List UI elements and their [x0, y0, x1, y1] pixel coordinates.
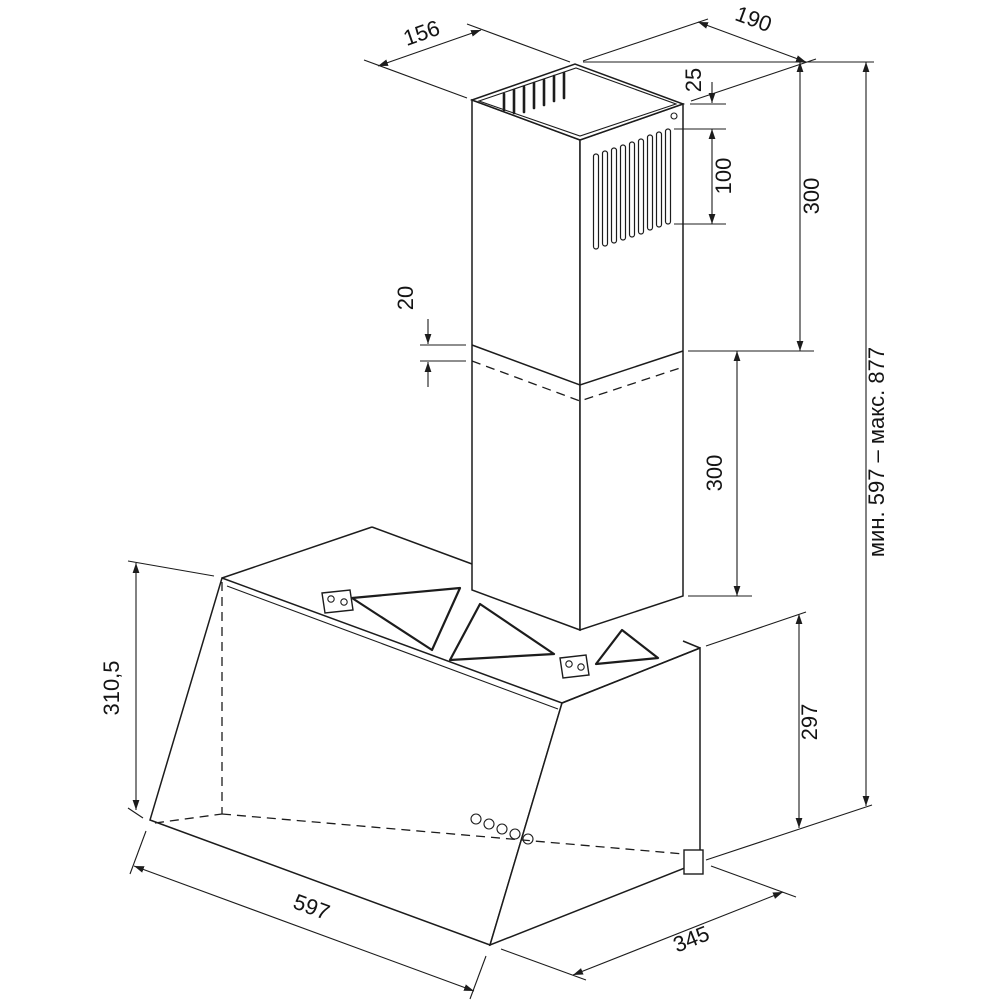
vent-slot — [619, 144, 627, 241]
chimney-telescopic-joint — [471, 344, 684, 402]
dim-label-front-height: 310,5 — [99, 660, 124, 715]
dimension-25: 25 — [681, 68, 726, 105]
vent-slot — [628, 141, 636, 238]
dimension-300-lower: 300 — [688, 351, 752, 597]
hidden-bottom-left-edge — [154, 813, 223, 824]
extension-line — [705, 611, 807, 647]
extension-line — [466, 23, 571, 63]
extension-line — [705, 804, 873, 861]
control-button — [470, 813, 482, 825]
hood-hidden-edges — [154, 582, 685, 855]
extension-line — [690, 58, 817, 102]
control-button — [522, 833, 534, 845]
dim-label-slot-height: 100 — [711, 158, 736, 195]
dimension-20: 20 — [393, 286, 466, 387]
dimension-297: 297 — [705, 611, 822, 828]
control-button — [496, 823, 508, 835]
extension-line — [363, 59, 468, 99]
chimney-top-opening — [469, 63, 686, 141]
control-button — [509, 828, 521, 840]
vent-cutout — [594, 628, 660, 666]
extension-line — [469, 955, 487, 1000]
extension-line — [129, 830, 147, 875]
extension-line — [582, 18, 709, 62]
hood-top-plate — [221, 526, 701, 704]
glass-top-edge-line — [226, 585, 559, 710]
vent-cutout — [350, 586, 462, 652]
dim-label-top-width: 190 — [732, 1, 775, 37]
hidden-bottom-edge — [221, 813, 685, 855]
joint-line — [471, 344, 684, 386]
vent-slot — [655, 131, 663, 228]
dimension-line — [133, 865, 475, 992]
plate-left-edge — [221, 526, 373, 579]
dimension-height-range: мин. 597 – макс. 877 — [705, 62, 889, 861]
dimension-100: 100 — [674, 128, 736, 225]
hood-glass-panel — [149, 577, 563, 946]
dim-label-height-range: мин. 597 – макс. 877 — [864, 347, 889, 557]
dim-label-body-width: 597 — [290, 889, 333, 925]
rear-foot — [683, 849, 704, 875]
mounting-bracket — [321, 589, 354, 614]
control-buttons — [470, 813, 534, 845]
dimension-310-5: 310,5 — [99, 560, 215, 819]
dim-label-overlap: 20 — [393, 286, 418, 310]
vent-slot — [637, 138, 645, 235]
dim-label-slot-offset: 25 — [681, 68, 706, 92]
dimension-line — [572, 891, 784, 976]
vent-slot — [592, 153, 600, 250]
plate-back-edge-right — [682, 640, 701, 649]
mounting-bracket — [559, 654, 590, 679]
dim-label-lower-duct: 300 — [702, 455, 727, 492]
vent-slot — [610, 147, 618, 244]
extension-line — [127, 807, 144, 819]
extension-line — [500, 948, 587, 981]
dimension-line — [377, 29, 482, 67]
dim-label-upper-duct: 300 — [799, 178, 824, 215]
joint-hidden-line — [471, 360, 684, 402]
top-vent-slots — [502, 71, 566, 115]
vent-slot — [664, 128, 672, 225]
screw-hole — [670, 112, 678, 120]
plate-right-edge — [561, 647, 701, 704]
dimension-300-upper: 300 — [583, 61, 874, 352]
control-button — [483, 818, 495, 830]
vent-cutout — [448, 602, 556, 662]
dim-label-body-back-height: 297 — [797, 704, 822, 741]
chimney-vent-slots — [592, 128, 672, 250]
extension-line — [710, 865, 797, 898]
chimney — [469, 63, 686, 632]
vent-slot — [601, 150, 609, 247]
dimension-line — [697, 21, 807, 63]
dim-label-body-depth: 345 — [670, 921, 713, 958]
extension-line — [127, 560, 215, 577]
hood-body — [149, 526, 704, 947]
vent-slot — [646, 134, 654, 231]
plate-back-edge-left — [371, 526, 473, 565]
